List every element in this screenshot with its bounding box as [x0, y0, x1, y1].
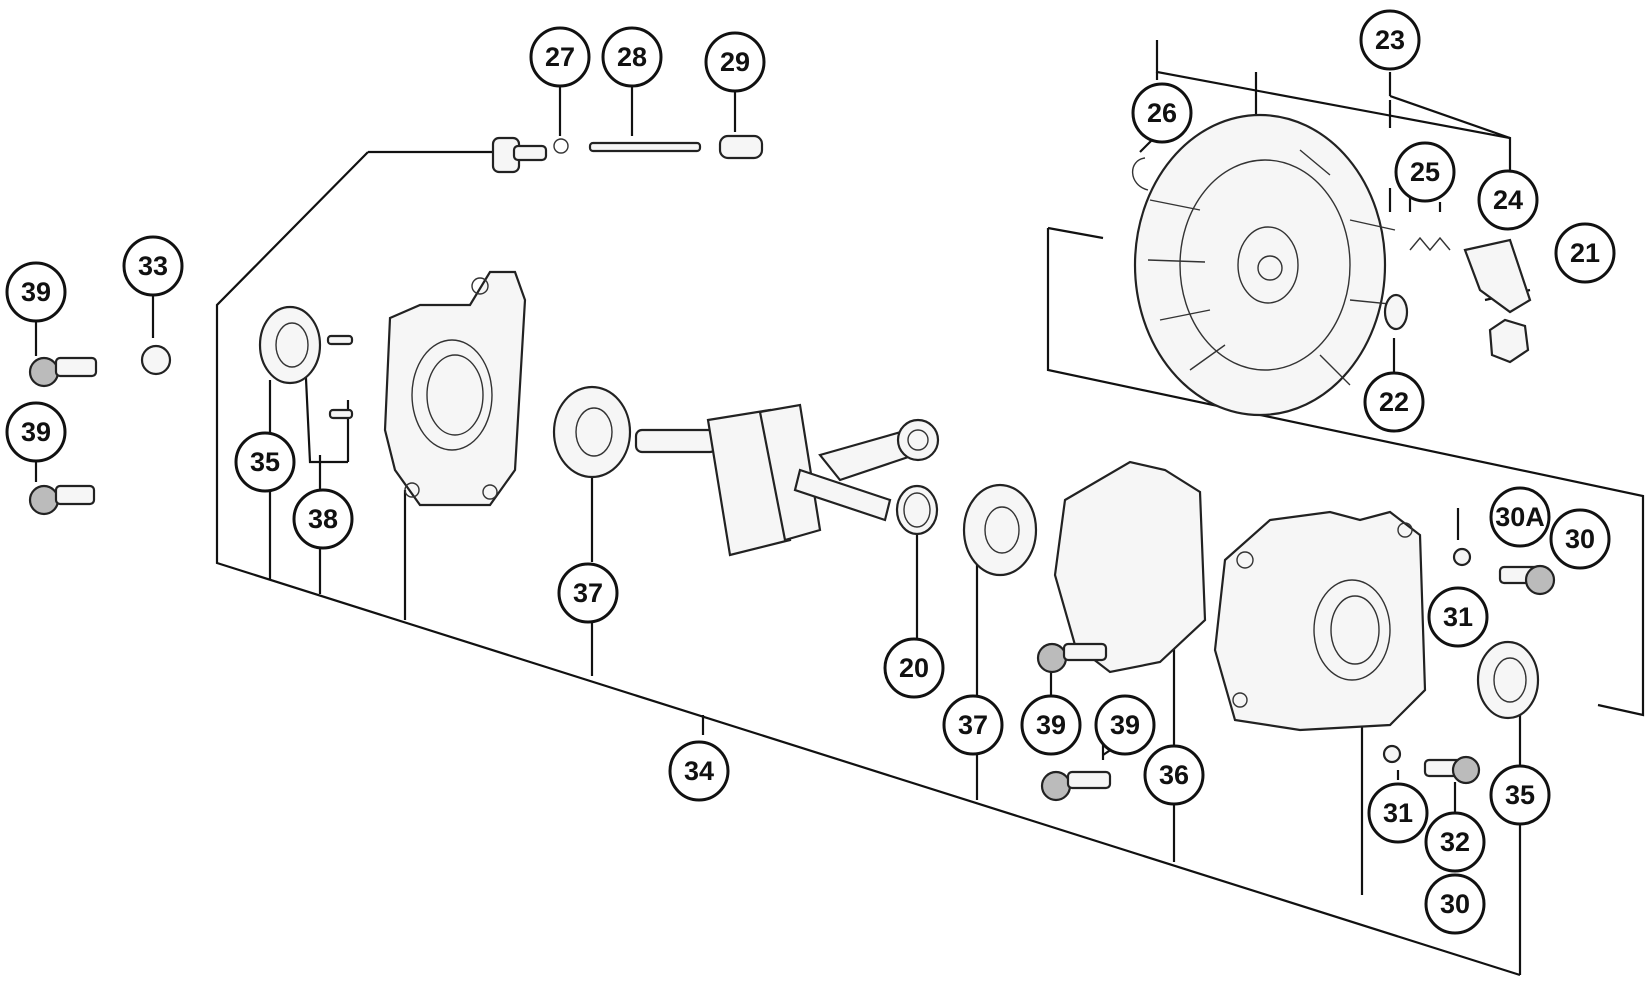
callout-label: 20 — [899, 653, 929, 683]
callout-label: 37 — [958, 710, 988, 740]
callout-20: 20 — [883, 637, 945, 699]
rod-28 — [588, 141, 702, 153]
parts — [28, 113, 1556, 802]
callout-37-right: 37 — [942, 694, 1004, 756]
elbow-fitting — [491, 136, 548, 174]
callout-label: 30A — [1495, 502, 1545, 532]
callout-label: 23 — [1375, 25, 1405, 55]
crankcase-half-right — [1213, 510, 1427, 732]
callout-30-lower: 30 — [1424, 873, 1486, 935]
callout-label: 32 — [1440, 827, 1470, 857]
callout-33: 33 — [122, 235, 184, 297]
callout-30-upper: 30 — [1549, 508, 1611, 570]
callout-label: 31 — [1383, 798, 1413, 828]
callout-28: 28 — [601, 26, 663, 88]
bolt-30a — [1498, 564, 1556, 596]
bolt-39-mid-lower — [1040, 770, 1112, 802]
bolt-39-upper — [28, 356, 98, 388]
callout-30a: 30A — [1489, 486, 1551, 548]
callout-39-left-lower: 39 — [5, 401, 67, 463]
callout-label: 33 — [138, 251, 168, 281]
callout-label: 35 — [250, 447, 280, 477]
bolt-32 — [1423, 755, 1481, 785]
nut-21 — [1488, 318, 1530, 364]
callout-39-mid-right: 39 — [1094, 694, 1156, 756]
callout-35-left: 35 — [234, 431, 296, 493]
callout-label: 27 — [545, 42, 575, 72]
callout-label: 30 — [1565, 524, 1595, 554]
callout-22: 22 — [1363, 371, 1425, 433]
callout-37-left: 37 — [557, 562, 619, 624]
crankcase-half-left — [383, 270, 527, 507]
callout-36: 36 — [1143, 744, 1205, 806]
callout-39-left-upper: 39 — [5, 261, 67, 323]
washer-31-upper — [1452, 547, 1472, 567]
callout-label: 29 — [720, 47, 750, 77]
callout-39-mid-left: 39 — [1020, 694, 1082, 756]
callout-35-right: 35 — [1489, 764, 1551, 826]
callout-label: 36 — [1159, 760, 1189, 790]
callout-21: 21 — [1554, 222, 1616, 284]
nut-33 — [140, 344, 172, 376]
callout-34: 34 — [668, 740, 730, 802]
crankshaft — [634, 403, 940, 557]
callout-label: 30 — [1440, 889, 1470, 919]
seal-35-right — [1476, 640, 1540, 720]
callout-label: 39 — [21, 277, 51, 307]
callout-label: 31 — [1443, 602, 1473, 632]
callout-32: 32 — [1424, 811, 1486, 873]
seal-35-left — [258, 305, 322, 385]
callout-38: 38 — [292, 488, 354, 550]
callout-31-lower: 31 — [1367, 782, 1429, 844]
callout-label: 26 — [1147, 98, 1177, 128]
washer-22 — [1383, 293, 1409, 331]
callout-label: 39 — [1110, 710, 1140, 740]
gasket-36 — [1053, 460, 1207, 674]
bearing-37-left — [552, 385, 632, 479]
bolt-39-lower — [28, 484, 96, 516]
bearing-37-right — [962, 483, 1038, 577]
callout-24: 24 — [1477, 169, 1539, 231]
callout-27: 27 — [529, 26, 591, 88]
spring-25 — [1409, 236, 1451, 252]
callout-23: 23 — [1359, 9, 1421, 71]
callout-25: 25 — [1394, 141, 1456, 203]
callout-label: 22 — [1379, 387, 1409, 417]
callout-label: 28 — [617, 42, 647, 72]
callout-label: 34 — [684, 756, 714, 786]
callout-label: 39 — [21, 417, 51, 447]
callout-29: 29 — [704, 31, 766, 93]
pin-38-upper — [326, 334, 354, 346]
pawl-24 — [1463, 238, 1532, 314]
flywheel — [1133, 113, 1401, 417]
callout-label: 24 — [1493, 185, 1523, 215]
bolt-39-mid-upper — [1036, 642, 1108, 674]
callout-label: 35 — [1505, 780, 1535, 810]
washer-31-lower — [1382, 744, 1402, 764]
callout-label: 37 — [573, 578, 603, 608]
callouts: 27 28 29 23 26 25 24 21 22 39 39 33 35 3… — [5, 9, 1616, 935]
callout-26: 26 — [1131, 82, 1193, 144]
callout-label: 39 — [1036, 710, 1066, 740]
callout-label: 21 — [1570, 238, 1600, 268]
clip-27 — [553, 138, 569, 154]
callout-label: 38 — [308, 504, 338, 534]
clip-26 — [1131, 157, 1149, 191]
callout-31-upper: 31 — [1427, 586, 1489, 648]
callout-label: 25 — [1410, 157, 1440, 187]
sleeve-29 — [718, 134, 764, 160]
pin-38-lower — [328, 408, 354, 420]
